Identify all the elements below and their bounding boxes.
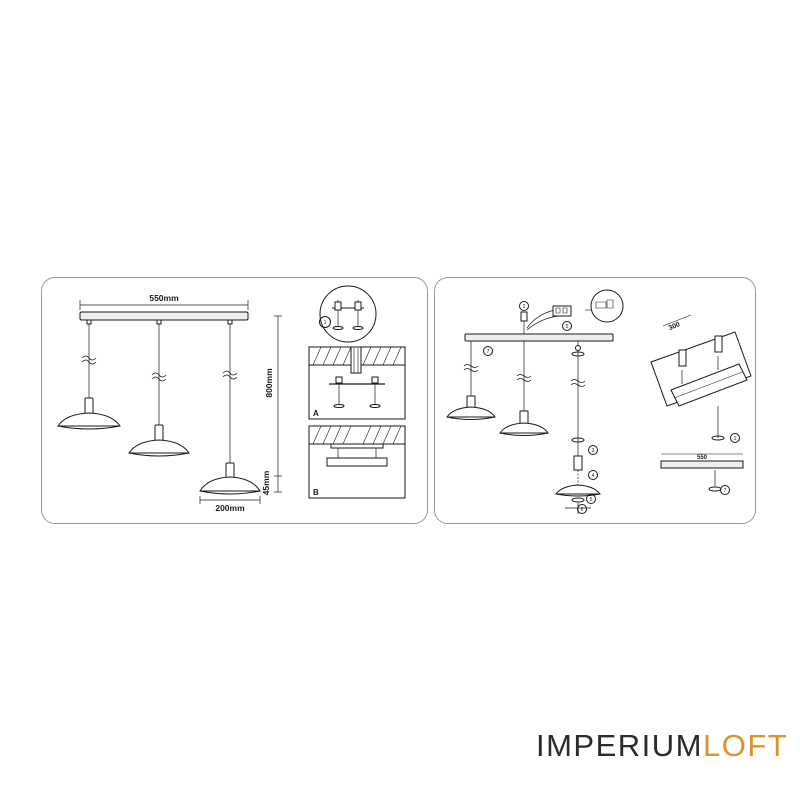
step-number-2: 2	[523, 304, 526, 310]
step-circle-4	[588, 470, 598, 480]
step-circle-1	[730, 433, 740, 443]
detail-b-box	[308, 425, 406, 499]
rail-depth-label: 300	[668, 321, 682, 332]
step-number-1: 1	[324, 320, 327, 326]
dimensions-drawing: 550mm 800mm 45mm 200mm A B 1	[57, 285, 406, 513]
pendant-lamp-1	[57, 397, 121, 430]
step-number-5a: 5	[566, 324, 569, 330]
step-circle-7b	[720, 485, 730, 495]
mounting-rail-perspective	[650, 314, 752, 441]
step-number-1: 1	[734, 436, 737, 442]
ceiling-bar	[79, 311, 249, 321]
step-circle-5b	[586, 494, 596, 504]
detail-a-label: A	[313, 409, 319, 418]
step-circle-2	[519, 301, 529, 311]
break-mark-2	[151, 372, 167, 382]
brand-logo-imperium: IMPERIUM	[536, 728, 703, 763]
ceiling-plate	[464, 333, 614, 342]
wiring-connector	[520, 289, 624, 334]
break-mark-1	[81, 355, 97, 365]
rail-length-label: 550	[697, 455, 708, 461]
break-mark-3	[222, 370, 238, 380]
exploded-lamp-3	[554, 345, 602, 514]
step-circle-7a	[483, 346, 493, 356]
width-dimension-label: 550mm	[149, 293, 179, 303]
assembly-drawing: 550 300 2 5 7 3 4 5 6 1 7	[446, 289, 752, 514]
brand-logo-loft: LOFT	[703, 728, 789, 763]
shade-height-dimension-label: 45mm	[261, 470, 271, 495]
step-number-5b: 5	[590, 497, 593, 503]
dimensions-panel: 550mm 800mm 45mm 200mm A B 1	[41, 277, 428, 524]
height-dimension-label: 800mm	[264, 368, 274, 398]
step-number-7a: 7	[487, 349, 490, 355]
assembly-panel: 550 300 2 5 7 3 4 5 6 1 7	[434, 277, 756, 524]
step-number-3: 3	[592, 448, 595, 454]
step-circle-3	[588, 445, 598, 455]
step-circle-5a	[562, 321, 572, 331]
shade-width-dimension-label: 200mm	[215, 503, 245, 513]
assembly-lamp-1	[446, 395, 496, 420]
detail-circle	[319, 285, 377, 343]
assembly-lamp-2	[499, 410, 549, 436]
step-number-7b: 7	[724, 488, 727, 494]
step-circle-1	[319, 316, 331, 328]
detail-b-label: B	[313, 488, 319, 497]
detail-a-box	[308, 346, 406, 420]
step-number-6: 6	[581, 507, 584, 513]
brand-logo: IMPERIUMLOFT	[536, 730, 788, 761]
step-circle-6	[577, 504, 587, 514]
step-number-4: 4	[592, 473, 595, 479]
pendant-lamp-2	[128, 424, 190, 457]
pendant-lamp-3	[199, 462, 261, 495]
